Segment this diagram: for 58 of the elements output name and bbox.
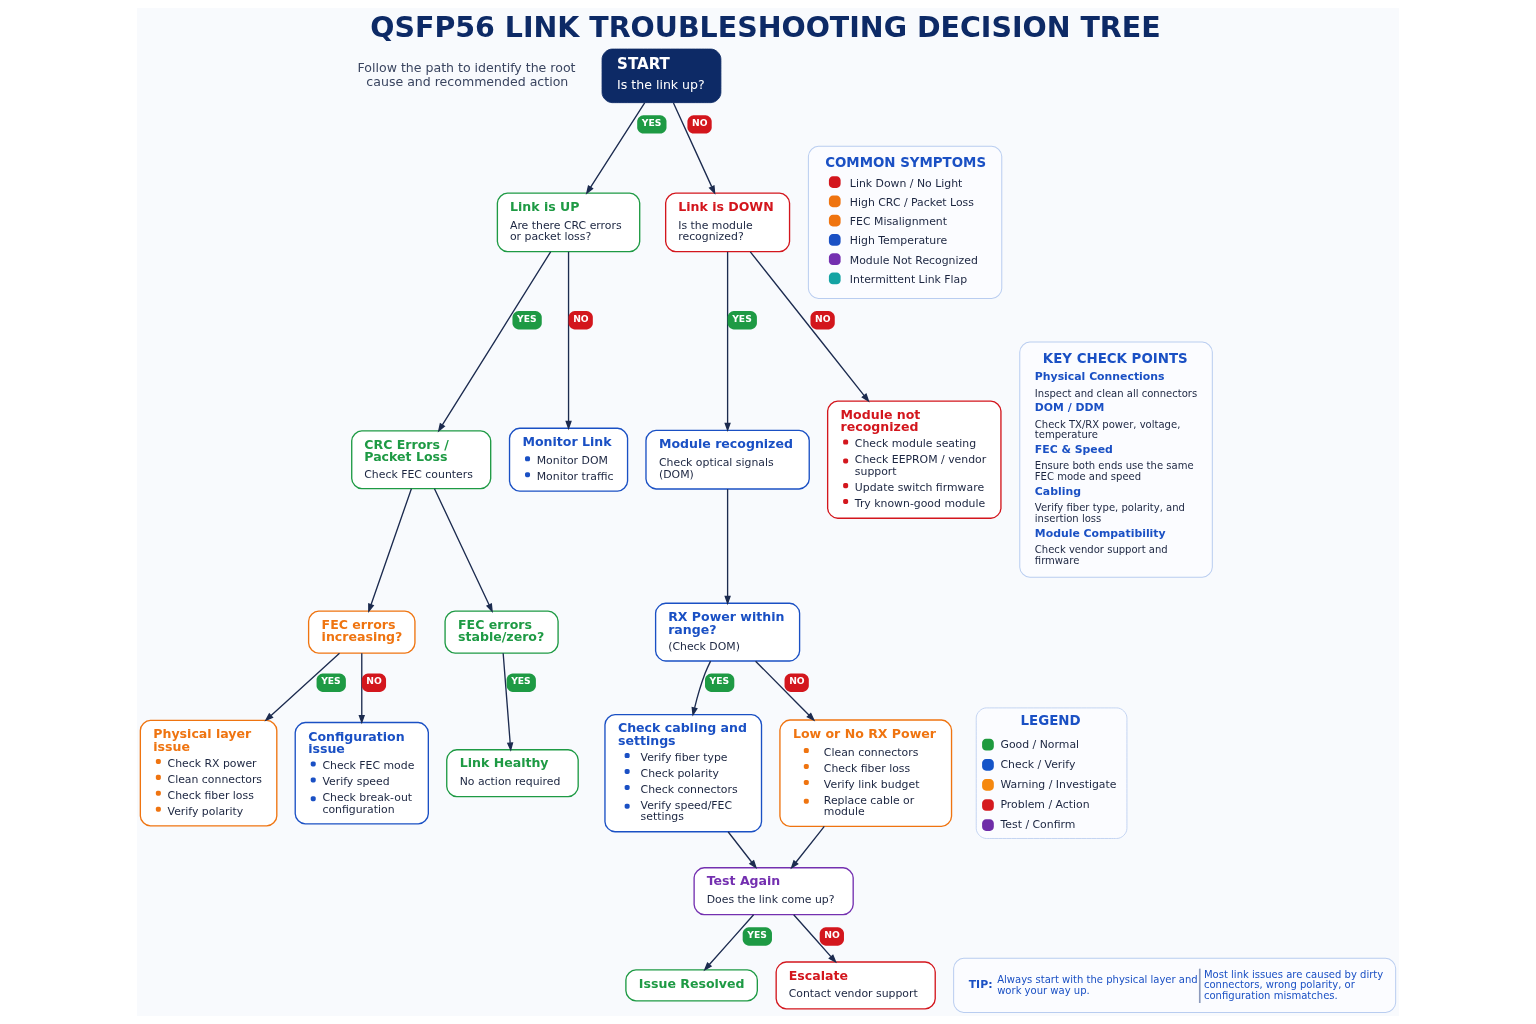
node-box: COMMON SYMPTOMS Link Down / No Light High CRC / Packet Loss FEC Misalignment High Temperature Module Not Recognized Intermittent Link Flap bbox=[807, 145, 1003, 300]
node-box: FEC errors stable/zero? bbox=[444, 610, 559, 654]
node-box: CRC Errors / Packet Loss Check FEC counters bbox=[351, 430, 492, 490]
node-box: Configuration issue Check FEC mode Verify speed Check break-out configuration bbox=[294, 721, 429, 825]
edge-label: NO bbox=[573, 312, 589, 324]
arrow bbox=[433, 488, 493, 613]
arrow bbox=[437, 251, 552, 433]
legend-label: Check / Verify bbox=[1000, 757, 1076, 771]
diagram-title: QSFP56 LINK TROUBLESHOOTING DECISION TREE bbox=[370, 10, 1161, 44]
legend-label: Test / Confirm bbox=[1000, 817, 1076, 831]
edge-label: YES bbox=[709, 675, 730, 687]
edge-label: YES bbox=[511, 675, 531, 687]
node-box: TIP: Always start with the physical layer and work your way up. Most link issues are caused by dirty connectors, wrong polarity, or configuration mismatches. bbox=[953, 957, 1397, 1014]
edge-label: YES bbox=[747, 928, 767, 940]
arrow bbox=[793, 914, 837, 964]
arrow bbox=[727, 831, 758, 870]
node-box: Monitor Link Monitor DOM Monitor traffic bbox=[508, 427, 629, 492]
node-box: FEC errors increasing? bbox=[307, 610, 416, 654]
node-box: Test Again Does the link come up? bbox=[693, 867, 854, 916]
arrow bbox=[724, 251, 731, 433]
node-box: Link is DOWN Is the module recognized? bbox=[665, 192, 791, 253]
node-box: Issue Resolved bbox=[625, 969, 758, 1002]
node-box: Check cabling and settings Verify fiber type Check polarity Check connectors Verify speed/FEC settings bbox=[604, 713, 763, 833]
arrow bbox=[754, 660, 816, 722]
legend-label: Good / Normal bbox=[1000, 737, 1080, 751]
legend-label: Warning / Investigate bbox=[1000, 777, 1117, 791]
node-box: RX Power within range? (Check DOM) bbox=[654, 602, 801, 662]
node-box: KEY CHECK POINTS Physical Connections Inspect and clean all connectors DOM / DDM Check TX/RX power, voltage, temperature FEC & Speed Ensure both ends use the same FEC mode and speed Cabling Verify fiber type, polarity, and insertion loss Module Compatibility Check vendor support and firmware bbox=[1019, 341, 1213, 578]
arrow bbox=[749, 251, 870, 403]
edge-label: NO bbox=[789, 675, 805, 687]
edge-label: YES bbox=[641, 116, 662, 128]
node-box: START Is the link up? bbox=[601, 48, 722, 104]
legend-label: Problem / Action bbox=[1000, 797, 1090, 811]
node-box: Link Healthy No action required bbox=[446, 749, 579, 798]
label: LEGEND bbox=[1020, 713, 1081, 729]
node-box: Escalate Contact vendor support bbox=[775, 961, 936, 1010]
arrow bbox=[358, 652, 366, 725]
edge-label: YES bbox=[321, 675, 341, 687]
arrow bbox=[672, 102, 716, 195]
arrow bbox=[724, 488, 731, 606]
node-box: Module not recognized Check module seating Check EEPROM / vendor support Update switch firmware Try known-good module bbox=[827, 400, 1002, 519]
node-box: Module recognized Check optical signals (DOM) bbox=[645, 429, 810, 490]
arrow bbox=[585, 102, 646, 195]
arrow bbox=[790, 825, 825, 870]
edge-label: YES bbox=[517, 312, 537, 324]
edge-label: NO bbox=[366, 675, 382, 687]
node-box: Low or No RX Power Clean connectors Check fiber loss Verify link budget Replace cable or module bbox=[779, 719, 953, 827]
node-box: Physical layer issue Check RX power Clean connectors Check fiber loss Verify polarity bbox=[139, 719, 278, 827]
node-box: Link is UP Are there CRC errors or packet loss? bbox=[496, 192, 641, 253]
arrow bbox=[264, 652, 341, 722]
edge-label: NO bbox=[824, 928, 840, 940]
label: Follow the path to identify the root cause and recommended action bbox=[357, 59, 576, 89]
edge-label: NO bbox=[815, 312, 831, 324]
edge-label: NO bbox=[692, 116, 708, 128]
edge-label: YES bbox=[732, 312, 752, 324]
arrow bbox=[368, 488, 413, 613]
arrow bbox=[565, 251, 572, 431]
arrow bbox=[502, 652, 514, 752]
